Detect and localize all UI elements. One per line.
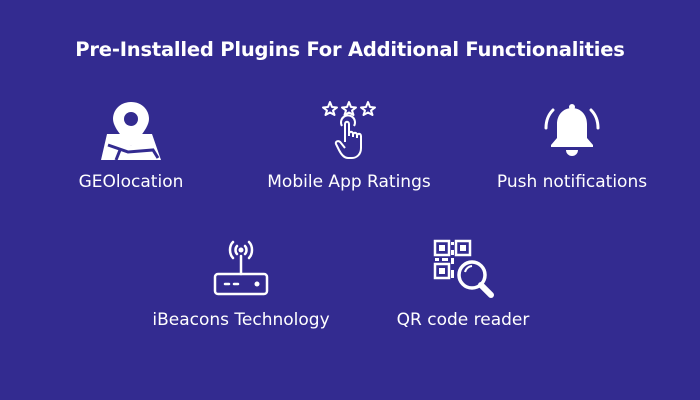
feature-geolocation: GEOlocation — [21, 100, 241, 192]
beacon-router-icon — [213, 240, 269, 296]
feature-label-ibeacons-technology: iBeacons Technology — [152, 310, 330, 330]
page-title: Pre-Installed Plugins For Additional Fun… — [75, 38, 625, 61]
map-pin-icon — [101, 102, 161, 160]
bell-icon — [544, 104, 600, 156]
feature-label-push-notifications: Push notifications — [496, 172, 648, 192]
feature-push-notifications: Push notifications — [462, 100, 682, 192]
feature-mobile-app-ratings: Mobile App Ratings — [239, 100, 459, 192]
feature-ibeacons-technology: iBeacons Technology — [131, 238, 351, 330]
feature-label-geolocation: GEOlocation — [78, 172, 184, 192]
star-rating-tap-icon — [322, 101, 376, 159]
feature-label-qr-code-reader: QR code reader — [396, 310, 530, 330]
feature-qr-code-reader: QR code reader — [353, 238, 573, 330]
qr-code-search-icon — [433, 239, 494, 298]
feature-label-mobile-app-ratings: Mobile App Ratings — [267, 172, 431, 192]
